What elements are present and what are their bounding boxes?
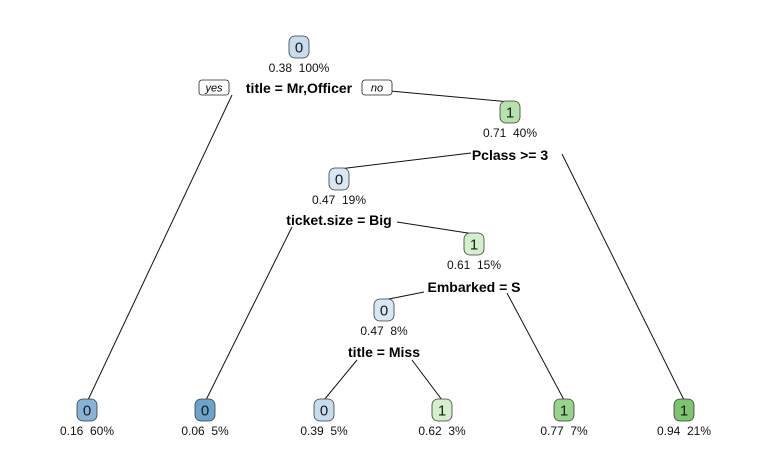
tree-node-n3: 1 0.71 40% Pclass >= 3 [472,100,549,163]
tree-node-l12: 0 0.06 5% [181,398,229,438]
edge-n6-l12 [205,226,293,401]
node-box [673,398,695,422]
edge-n26-l52 [323,359,358,401]
edge-n26-l53 [411,359,443,401]
tree-node-l53: 1 0.62 3% [418,398,466,438]
node-class-label: 0 [380,303,388,320]
yes-label-box: yes [198,79,230,96]
svg-text:no: no [371,83,383,95]
node-box [76,398,98,422]
node-class-label: 1 [438,403,446,420]
node-stats: 0.71 40% [483,126,537,140]
node-stats: 0.47 8% [360,324,408,338]
no-label-box: no [361,79,393,96]
node-box [431,398,453,422]
tree-node-l27: 1 0.77 7% [540,398,588,438]
tree-node-l2: 0 0.16 60% [60,398,114,438]
node-class-label: 1 [506,105,514,122]
node-class-label: 1 [470,237,478,254]
node-stats: 0.62 3% [418,424,466,438]
tree-node-n1: 0 0.38 100% title = Mr,Officer [246,35,353,96]
node-box [194,398,216,422]
node-class-label: 1 [680,403,688,420]
split-label: title = Mr,Officer [246,80,353,96]
edge-n13-n26 [383,291,425,301]
split-label: Embarked = S [428,279,521,295]
node-stats: 0.47 19% [312,193,366,207]
split-label: ticket.size = Big [286,212,391,228]
node-stats: 0.77 7% [540,424,588,438]
node-class-label: 0 [295,40,303,57]
tree-node-l7: 1 0.94 21% [657,398,711,438]
split-label: Pclass >= 3 [472,147,549,163]
tree-node-n13: 1 0.61 15% Embarked = S [428,232,521,295]
edge-n1-l2 [87,94,233,401]
edge-n1-n3 [389,90,511,103]
tree-node-l52: 0 0.39 5% [300,398,348,438]
edge-n3-n6 [338,152,472,170]
node-stats: 0.38 100% [269,61,330,75]
node-box [313,398,335,422]
node-box [373,298,395,322]
node-box [553,398,575,422]
node-stats: 0.61 15% [447,258,501,272]
edge-n6-n13 [396,221,475,235]
node-stats: 0.06 5% [181,424,229,438]
node-class-label: 1 [560,403,568,420]
node-box [463,232,485,256]
svg-text:yes: yes [204,83,223,95]
node-class-label: 0 [335,172,343,189]
tree-edges [87,90,685,401]
node-box [328,167,350,191]
node-class-label: 0 [201,403,209,420]
edge-n13-l27 [506,292,565,401]
node-box [499,100,521,124]
tree-node-n26: 0 0.47 8% title = Miss [348,298,420,360]
node-box [288,35,310,59]
node-class-label: 0 [320,403,328,420]
node-stats: 0.94 21% [657,424,711,438]
tree-node-n6: 0 0.47 19% ticket.size = Big [286,167,392,228]
node-stats: 0.39 5% [300,424,348,438]
node-stats: 0.16 60% [60,424,114,438]
node-class-label: 0 [83,403,91,420]
split-label: title = Miss [348,344,420,360]
edge-n3-l7 [561,153,685,401]
